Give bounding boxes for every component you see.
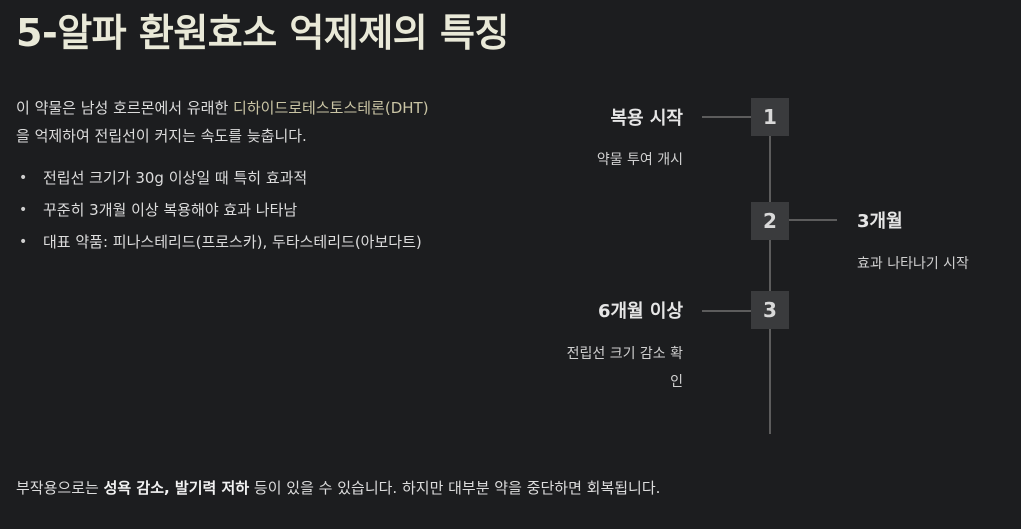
page-title: 5-알파 환원효소 억제제의 특징 [16,11,509,55]
timeline-step-3-desc-line2: 인 [670,374,683,390]
side-effects-note: 부작용으로는 성욕 감소, 발기력 저하 등이 있을 수 있습니다. 하지만 대… [16,474,660,502]
footer-text-after: 등이 있을 수 있습니다. 하지만 대부분 약을 중단하면 회복됩니다. [249,479,661,497]
timeline-step-2-heading: 3개월 [857,211,903,232]
intro-text-after: 을 억제하여 전립선이 커지는 속도를 늦춥니다. [16,127,307,145]
timeline-step-1-number: 1 [751,98,789,136]
timeline-step-3-desc: 전립선 크기 감소 확 인 [523,340,683,396]
timeline-vertical-line [769,118,771,434]
timeline-step-3-number: 3 [751,291,789,329]
timeline-step-3-heading: 6개월 이상 [597,301,683,322]
timeline-step-1-desc: 약물 투여 개시 [596,152,683,168]
footer-text-before: 부작용으로는 [16,479,104,497]
timeline-step-1-heading: 복용 시작 [610,108,683,129]
intro-dht-term: 디하이드로테스토스테론(DHT) [233,99,429,117]
intro-paragraph: 이 약물은 남성 호르몬에서 유래한 디하이드로테스토스테론(DHT) 을 억제하… [16,94,516,150]
list-item: 대표 약품: 피나스테리드(프로스카), 두타스테리드(아보다트) [16,228,422,260]
feature-list: 전립선 크기가 30g 이상일 때 특히 효과적 꾸준히 3개월 이상 복용해야… [16,164,422,260]
list-item: 꾸준히 3개월 이상 복용해야 효과 나타남 [16,196,422,228]
timeline-connector-3 [702,310,751,312]
intro-text-before: 이 약물은 남성 호르몬에서 유래한 [16,99,234,117]
timeline-step-2-desc: 효과 나타나기 시작 [857,256,969,272]
list-item: 전립선 크기가 30g 이상일 때 특히 효과적 [16,164,422,196]
timeline-connector-2 [789,219,837,221]
timeline-step-3-desc-line1: 전립선 크기 감소 확 [566,346,683,362]
timeline-connector-1 [702,116,751,118]
footer-side-effects-bold: 성욕 감소, 발기력 저하 [103,479,250,497]
timeline-step-2-number: 2 [751,202,789,240]
